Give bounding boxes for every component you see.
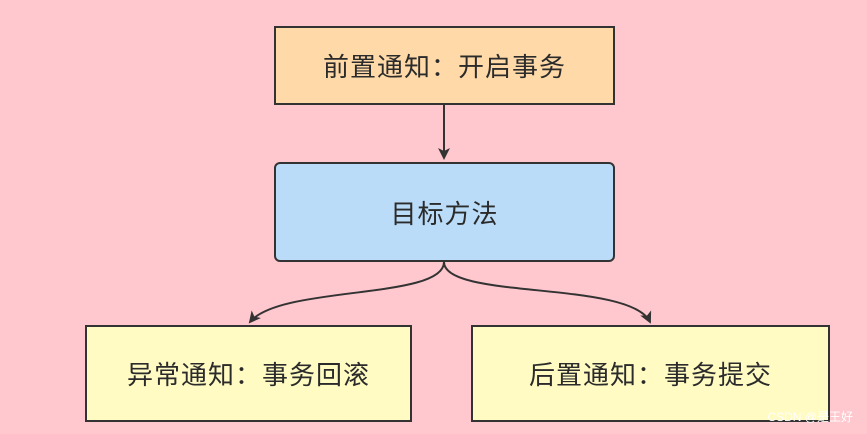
edge-target-to-after	[443, 261, 652, 324]
before-advice-node: 前置通知：开启事务	[274, 26, 615, 105]
after-advice-node: 后置通知：事务提交	[471, 325, 830, 422]
exception-advice-node: 异常通知：事务回滚	[85, 325, 412, 422]
watermark: CSDN @是王好	[767, 410, 853, 424]
exception-advice-label: 异常通知：事务回滚	[126, 361, 370, 391]
before-advice-label: 前置通知：开启事务	[322, 53, 566, 83]
target-method-label: 目标方法	[390, 199, 499, 230]
after-advice-label: 后置通知：事务提交	[528, 361, 772, 391]
target-method-node: 目标方法	[274, 162, 615, 262]
edge-target-to-exception	[248, 261, 445, 324]
